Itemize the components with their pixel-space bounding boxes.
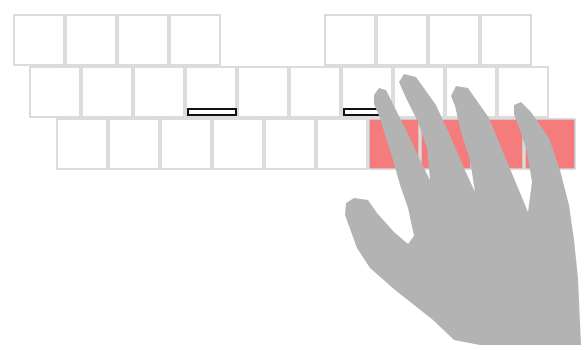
key	[265, 119, 315, 169]
key	[66, 15, 116, 65]
key	[481, 15, 531, 65]
key	[14, 15, 64, 65]
key	[82, 67, 132, 117]
key	[30, 67, 80, 117]
home-key-marker	[188, 109, 236, 115]
key	[161, 119, 211, 169]
key	[238, 67, 288, 117]
key	[57, 119, 107, 169]
key	[377, 15, 427, 65]
key	[317, 119, 367, 169]
key-row-top-row	[14, 15, 531, 65]
key	[290, 67, 340, 117]
key	[170, 15, 220, 65]
key	[109, 119, 159, 169]
key	[325, 15, 375, 65]
key	[429, 15, 479, 65]
key	[118, 15, 168, 65]
key	[134, 67, 184, 117]
key	[213, 119, 263, 169]
